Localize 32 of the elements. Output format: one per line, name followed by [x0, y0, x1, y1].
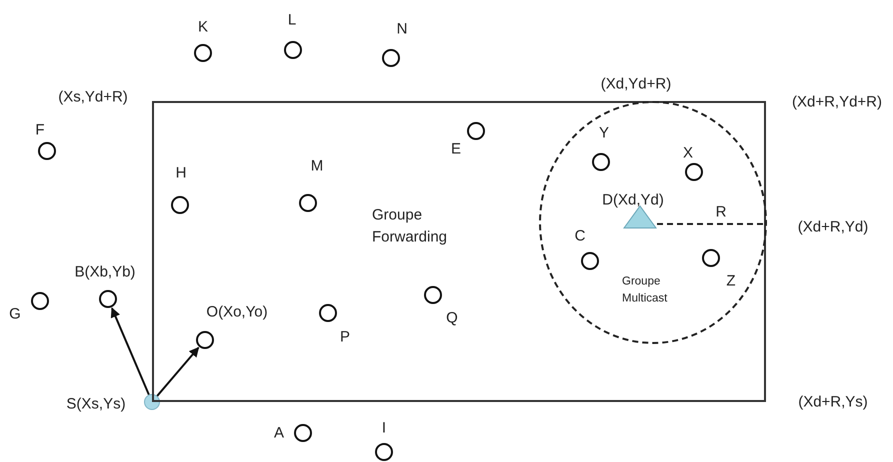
node-label: L [288, 12, 296, 28]
node-label: B(Xb,Yb) [74, 264, 136, 280]
zone-label: Groupe Forwarding [372, 205, 448, 247]
node-label: M [310, 158, 324, 174]
node-label: N [396, 22, 408, 36]
node-label: X [683, 146, 693, 160]
node-label: S(Xs,Ys) [66, 396, 126, 412]
multicast-zone-circle [539, 101, 767, 344]
node-label: I [382, 420, 386, 436]
coordinate-label: (Xd+R,Yd) [798, 220, 868, 234]
coordinate-label: (Xs,Yd+R) [58, 90, 128, 104]
node-label: Q [446, 310, 458, 326]
node-label: Z [726, 274, 736, 288]
node-label: P [340, 330, 350, 344]
node-label: K [198, 20, 208, 34]
node-label: H [176, 166, 186, 180]
node-label: Y [599, 126, 609, 140]
coordinate-label: (Xd+R,Yd+R) [792, 94, 882, 110]
forwarding-zone-box [152, 101, 766, 402]
node-label: O(Xo,Yo) [206, 304, 268, 320]
node-label: C [574, 228, 586, 244]
node-label: A [274, 426, 284, 440]
node-label: E [451, 142, 461, 156]
node-label: G [9, 306, 21, 322]
coordinate-label: (Xd,Yd+R) [600, 76, 672, 92]
arrow [110, 307, 150, 396]
arrow [156, 346, 200, 397]
coordinate-label: (Xd+R,Ys) [798, 394, 868, 410]
zone-label: Groupe Multicast [622, 274, 668, 306]
radius-label: R [716, 204, 726, 220]
node-label: F [35, 122, 45, 138]
node-label: D(Xd,Yd) [602, 192, 664, 208]
